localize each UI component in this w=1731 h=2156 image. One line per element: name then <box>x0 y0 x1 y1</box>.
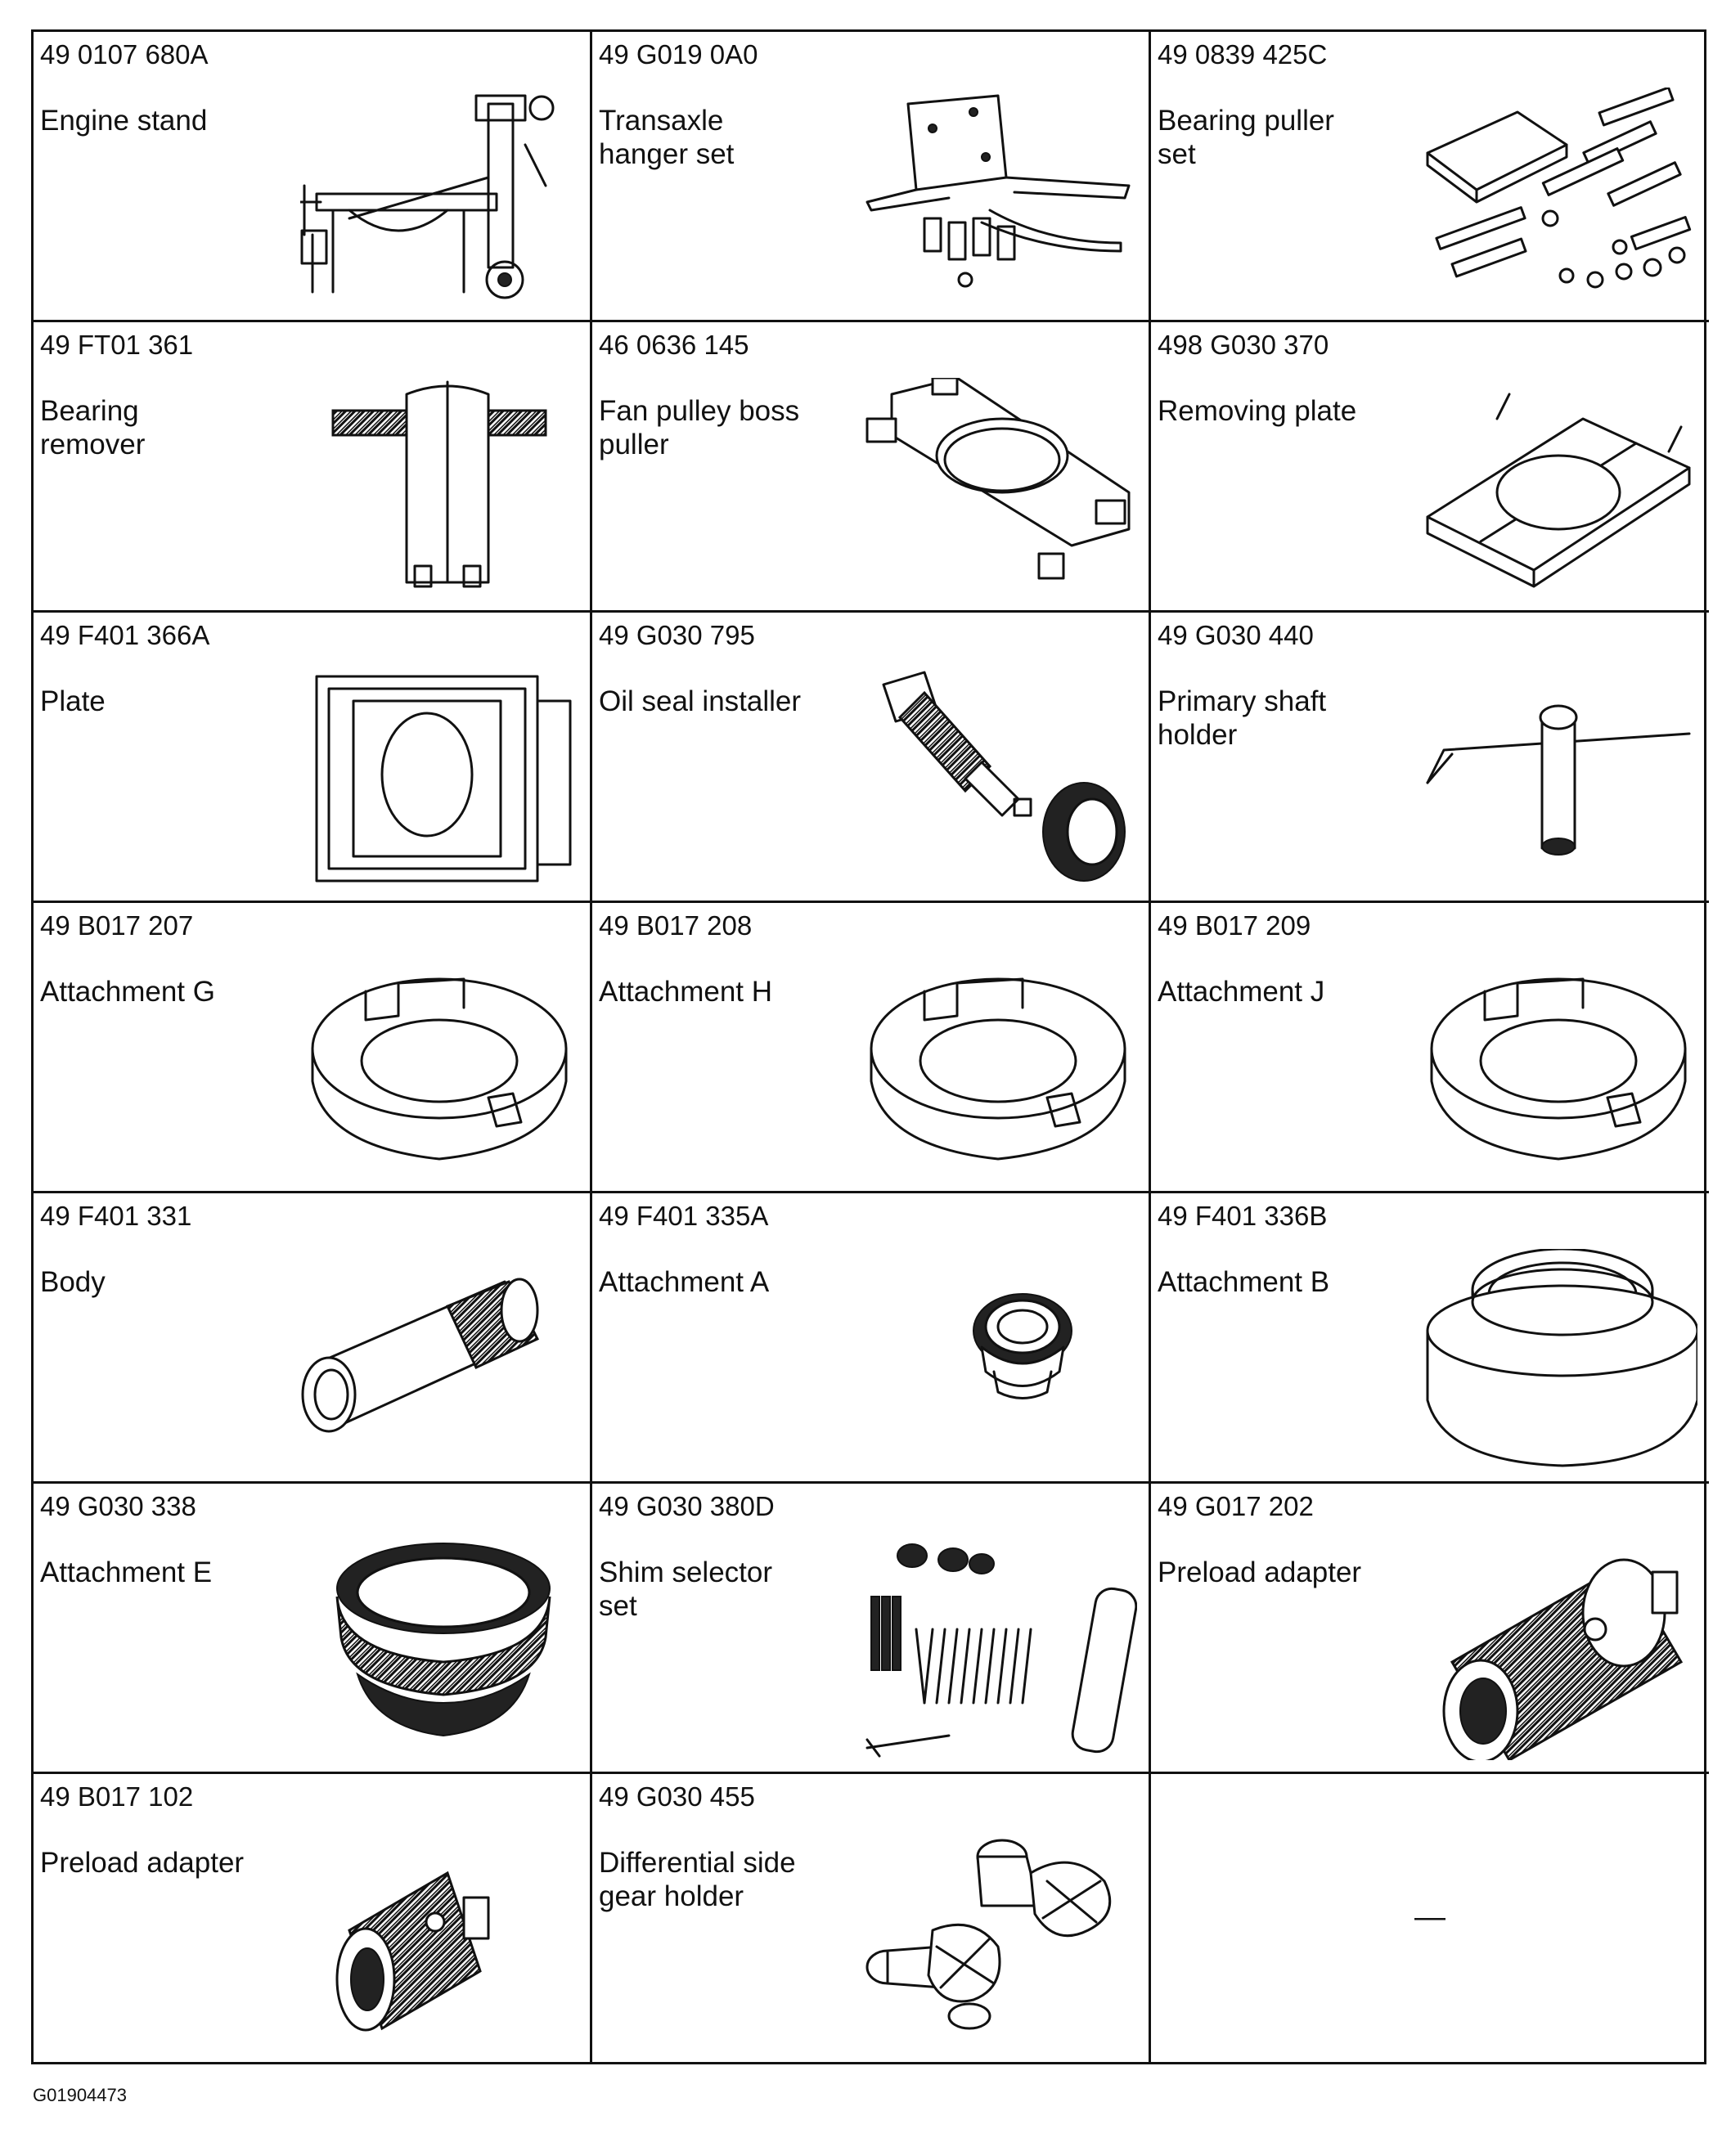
tool-cell: 46 0636 145 Fan pulley boss puller <box>592 322 1151 613</box>
tool-description: Attachment G <box>40 976 215 1008</box>
tool-cell: 49 FT01 361 Bearing remover <box>34 322 592 613</box>
tool-cell: 498 G030 370 Removing plate <box>1151 322 1709 613</box>
part-number: 49 B017 208 <box>599 910 753 941</box>
bearing-puller-set-icon <box>1419 88 1697 308</box>
part-number: 49 F401 335A <box>599 1201 769 1231</box>
tool-description: Attachment J <box>1158 976 1325 1008</box>
tool-cell: 49 F401 366A Plate <box>34 613 592 903</box>
tool-cell: 49 B017 207 Attachment G <box>34 903 592 1193</box>
tool-cell: 49 G030 380D Shim selector set <box>592 1484 1151 1774</box>
special-tools-table: 49 0107 680A Engine stand 49 G019 0A0 Tr… <box>31 29 1709 2064</box>
part-number: 49 G030 795 <box>599 620 755 650</box>
part-number: 49 F401 331 <box>40 1201 192 1231</box>
part-number: 49 F401 336B <box>1158 1201 1328 1231</box>
figure-code: G01904473 <box>33 2085 127 2105</box>
plate-icon <box>300 668 578 889</box>
part-number: 49 G030 380D <box>599 1491 775 1521</box>
tool-description: Body <box>40 1266 106 1298</box>
attachment-a-icon <box>859 1249 1137 1470</box>
attachment-ring-icon <box>859 959 1137 1179</box>
tool-description: Attachment E <box>40 1556 213 1588</box>
part-number: 46 0636 145 <box>599 330 749 360</box>
tool-cell: 49 F401 336B Attachment B <box>1151 1193 1709 1484</box>
tool-cell: 49 G017 202 Preload adapter <box>1151 1484 1709 1774</box>
tool-cell: 49 F401 335A Attachment A <box>592 1193 1151 1484</box>
tool-description: Removing plate <box>1158 395 1357 427</box>
tool-description: Primary shaft holder <box>1158 685 1327 751</box>
tool-description: Differential side gear holder <box>599 1847 796 1912</box>
part-number: 49 G030 338 <box>40 1491 196 1521</box>
primary-shaft-holder-icon <box>1419 668 1697 889</box>
engine-stand-icon <box>300 88 578 308</box>
tool-cell: 49 G030 440 Primary shaft holder <box>1151 613 1709 903</box>
tool-cell: 49 B017 102 Preload adapter <box>34 1774 592 2064</box>
part-number: 49 0107 680A <box>40 39 209 70</box>
tool-description: Shim selector set <box>599 1556 773 1622</box>
tool-description: Plate <box>40 685 106 717</box>
attachment-b-icon <box>1419 1249 1697 1470</box>
tool-description: Attachment H <box>599 976 773 1008</box>
part-number: 49 G019 0A0 <box>599 39 758 70</box>
part-number: 49 B017 207 <box>40 910 194 941</box>
tool-description: Engine stand <box>40 105 208 137</box>
body-sleeve-icon <box>300 1249 578 1470</box>
part-number: 49 G017 202 <box>1158 1491 1314 1521</box>
bearing-remover-icon <box>300 378 578 599</box>
tool-cell: 49 B017 209 Attachment J <box>1151 903 1709 1193</box>
tool-description: Bearing remover <box>40 395 146 460</box>
preload-adapter-small-icon <box>300 1832 578 2053</box>
part-number: 498 G030 370 <box>1158 330 1329 360</box>
attachment-ring-icon <box>1419 959 1697 1179</box>
fan-pulley-boss-puller-icon <box>859 378 1137 599</box>
tool-description: Preload adapter <box>1158 1556 1362 1588</box>
part-number: 49 G030 440 <box>1158 620 1314 650</box>
tool-cell: 49 G030 795 Oil seal installer <box>592 613 1151 903</box>
tool-cell: 49 F401 331 Body <box>34 1193 592 1484</box>
tool-description: Attachment A <box>599 1266 770 1298</box>
tool-description: Fan pulley boss puller <box>599 395 800 460</box>
part-number: 49 F401 366A <box>40 620 210 650</box>
tool-description: Transaxle hanger set <box>599 105 735 170</box>
empty-placeholder: — <box>1414 1900 1445 1934</box>
part-number: 49 B017 209 <box>1158 910 1311 941</box>
preload-adapter-icon <box>1419 1539 1697 1760</box>
shim-selector-set-icon <box>859 1539 1137 1760</box>
attachment-e-icon <box>300 1539 578 1760</box>
part-number: 49 0839 425C <box>1158 39 1328 70</box>
part-number: 49 B017 102 <box>40 1781 194 1812</box>
tool-cell: 49 G030 338 Attachment E <box>34 1484 592 1774</box>
tool-description: Preload adapter <box>40 1847 245 1879</box>
differential-side-gear-holder-icon <box>859 1832 1137 2053</box>
tool-description: Oil seal installer <box>599 685 802 717</box>
tool-cell: 49 0839 425C Bearing puller set <box>1151 32 1709 322</box>
part-number: 49 FT01 361 <box>40 330 194 360</box>
tool-cell: 49 G019 0A0 Transaxle hanger set <box>592 32 1151 322</box>
attachment-ring-icon <box>300 959 578 1179</box>
transaxle-hanger-set-icon <box>859 88 1137 308</box>
tool-cell: 49 G030 455 Differential side gear holde… <box>592 1774 1151 2064</box>
tool-description: Attachment B <box>1158 1266 1330 1298</box>
removing-plate-icon <box>1419 378 1697 599</box>
part-number: 49 G030 455 <box>599 1781 755 1812</box>
tool-description: Bearing puller set <box>1158 105 1334 170</box>
tool-cell: 49 0107 680A Engine stand <box>34 32 592 322</box>
oil-seal-installer-icon <box>859 668 1137 889</box>
empty-cell: — <box>1151 1774 1709 2064</box>
tool-cell: 49 B017 208 Attachment H <box>592 903 1151 1193</box>
